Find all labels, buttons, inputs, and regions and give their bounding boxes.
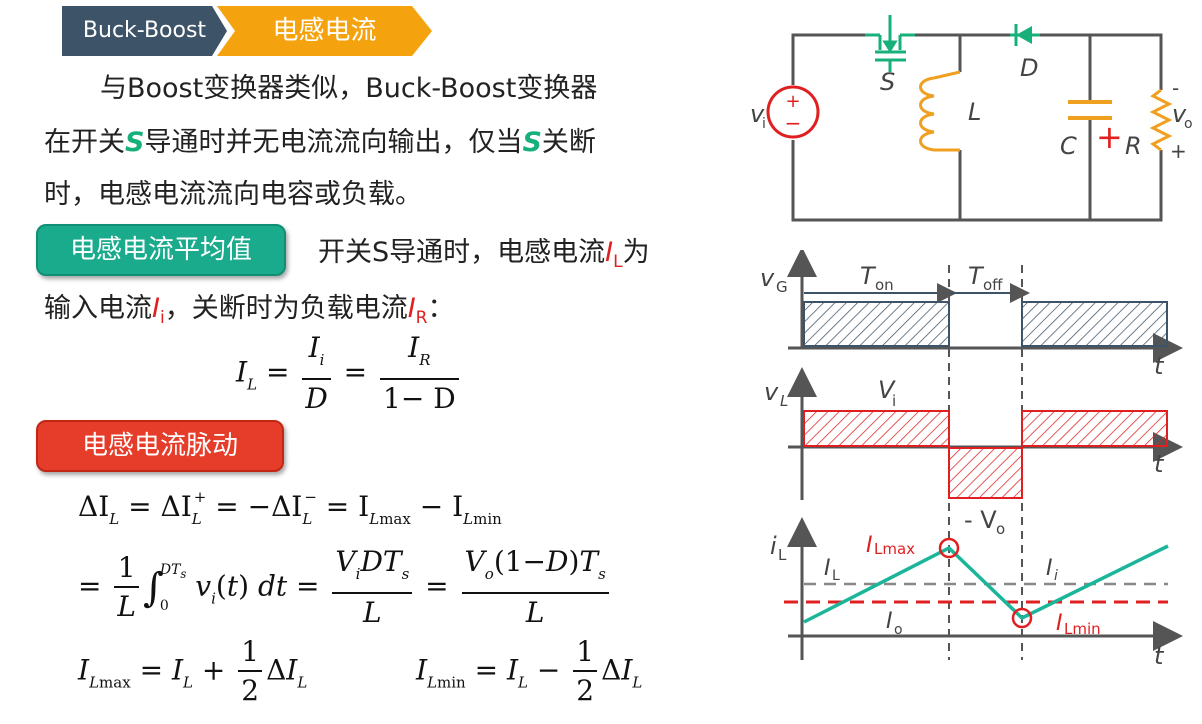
frac-num: I — [408, 331, 420, 364]
label-vo: v — [1172, 100, 1187, 128]
vg-label-sub: G — [776, 278, 788, 296]
capacitor-icon — [1068, 100, 1112, 120]
vl-label: v — [764, 378, 779, 406]
vl-t-label: t — [1154, 450, 1165, 478]
avg-text: ： — [427, 293, 455, 324]
voltage-source-icon: + − — [766, 85, 820, 139]
vl-vi-sub: i — [892, 392, 896, 410]
ilmax-label: I — [866, 533, 873, 558]
label-l: L — [968, 98, 981, 126]
il-avg-sub: L — [832, 568, 840, 584]
avg-line-2: 输入电流Ii，关断时为负载电流IR： — [44, 294, 454, 333]
ton-label: T — [860, 262, 877, 290]
frac-num: I — [308, 331, 320, 364]
vg-t-label: t — [1154, 352, 1165, 380]
label-d: D — [1020, 54, 1038, 82]
capacitor-plus: + — [1096, 118, 1123, 156]
intro-line-3: 时，电感电流流向电容或负载。 — [44, 179, 422, 210]
tag-title: 电感电流 — [217, 6, 432, 56]
ii-label: I — [1046, 556, 1053, 581]
vl-label-sub: L — [780, 392, 788, 410]
vl-neg-vo-sub: o — [996, 520, 1005, 538]
frac-num-sub: i — [319, 351, 325, 369]
pill-average-current: 电感电流平均值 — [36, 224, 286, 276]
il-symbol: I — [605, 237, 614, 268]
formula-il: I — [236, 355, 248, 389]
vl-neg-vo-label: - V — [964, 506, 997, 534]
intro-text: 在开关 — [44, 127, 125, 158]
label-vi-sub: i — [762, 116, 766, 132]
source-plus: + — [785, 91, 800, 112]
label-s: S — [880, 68, 895, 96]
vl-vi-label: V — [878, 376, 896, 404]
il-waveform — [784, 517, 1183, 660]
formula-eq: = — [343, 355, 368, 389]
ir-subscript: R — [415, 308, 428, 328]
avg-text: 为 — [622, 237, 650, 268]
pill-current-ripple: 电感电流脉动 — [36, 420, 284, 472]
frac-den: D — [305, 382, 328, 415]
ton-label-sub: on — [875, 276, 894, 294]
avg-text: ，关断时为负载电流 — [164, 293, 408, 324]
avg-line-1: 开关S导通时，电感电流IL为 — [318, 238, 650, 277]
toff-label: T — [968, 262, 985, 290]
ii-symbol: I — [152, 293, 160, 324]
fraction-ir-over-1-d: IR 1− D — [380, 330, 459, 418]
resistor-icon — [1149, 88, 1173, 152]
switch-symbol: S — [522, 127, 542, 158]
ii-label-sub: i — [1054, 568, 1058, 584]
ilmin-label: I — [1056, 611, 1063, 636]
frac-den: 1− D — [383, 382, 456, 415]
vo-plus: + — [1170, 139, 1187, 163]
il-t-label: t — [1154, 642, 1165, 670]
tag-topic: Buck-Boost — [62, 6, 227, 56]
vg-waveform — [787, 250, 1183, 363]
buck-boost-circuit: + − v i S D L C + R - v o + — [750, 15, 1193, 222]
formula-ripple-line-1: ΔIL = ΔIL+ = −ΔIL− = ILmax − ILmin — [78, 488, 502, 528]
avg-text: 输入电流 — [44, 293, 152, 324]
ii-subscript: i — [159, 308, 165, 328]
label-vi: v — [750, 100, 765, 128]
ir-symbol: I — [407, 293, 416, 324]
diode-icon — [1010, 24, 1040, 46]
il-label: i — [770, 532, 777, 560]
switch-symbol: S — [125, 127, 145, 158]
il-label-sub: L — [778, 546, 787, 564]
intro-line-1: 与Boost变换器类似，Buck-Boost变换器 — [100, 73, 598, 104]
source-minus: − — [785, 111, 802, 135]
vo-minus: - — [1172, 76, 1179, 100]
avg-text: 开关S导通时，电感电流 — [318, 237, 606, 268]
toff-label-sub: off — [983, 276, 1003, 294]
formula-il-sub: L — [247, 375, 258, 394]
vg-label: v — [760, 264, 775, 292]
mosfet-switch-icon — [865, 15, 915, 72]
formula-eq: = — [265, 355, 290, 389]
vl-waveform — [787, 367, 1183, 500]
intro-text: 关断 — [541, 127, 596, 158]
circuit-wires — [791, 33, 1163, 222]
il-avg-label: I — [824, 556, 831, 581]
label-r: R — [1125, 132, 1142, 160]
inductor-icon — [919, 70, 961, 152]
il-subscript: L — [613, 252, 623, 272]
intro-line-2: 在开关S导通时并无电流流向输出，仅当S关断 — [44, 128, 596, 158]
label-c: C — [1060, 132, 1077, 160]
waveforms: v G T on T off t v L V i - V o t i L I L… — [760, 250, 1183, 670]
intro-text: 导通时并无电流流向输出，仅当 — [144, 127, 523, 158]
ilmin-label-sub: Lmin — [1064, 620, 1101, 638]
io-label: I — [886, 609, 893, 634]
frac-num-sub: R — [419, 351, 431, 369]
label-vo-sub: o — [1184, 116, 1193, 132]
io-label-sub: o — [894, 622, 903, 638]
ilmax-label-sub: Lmax — [874, 540, 915, 558]
